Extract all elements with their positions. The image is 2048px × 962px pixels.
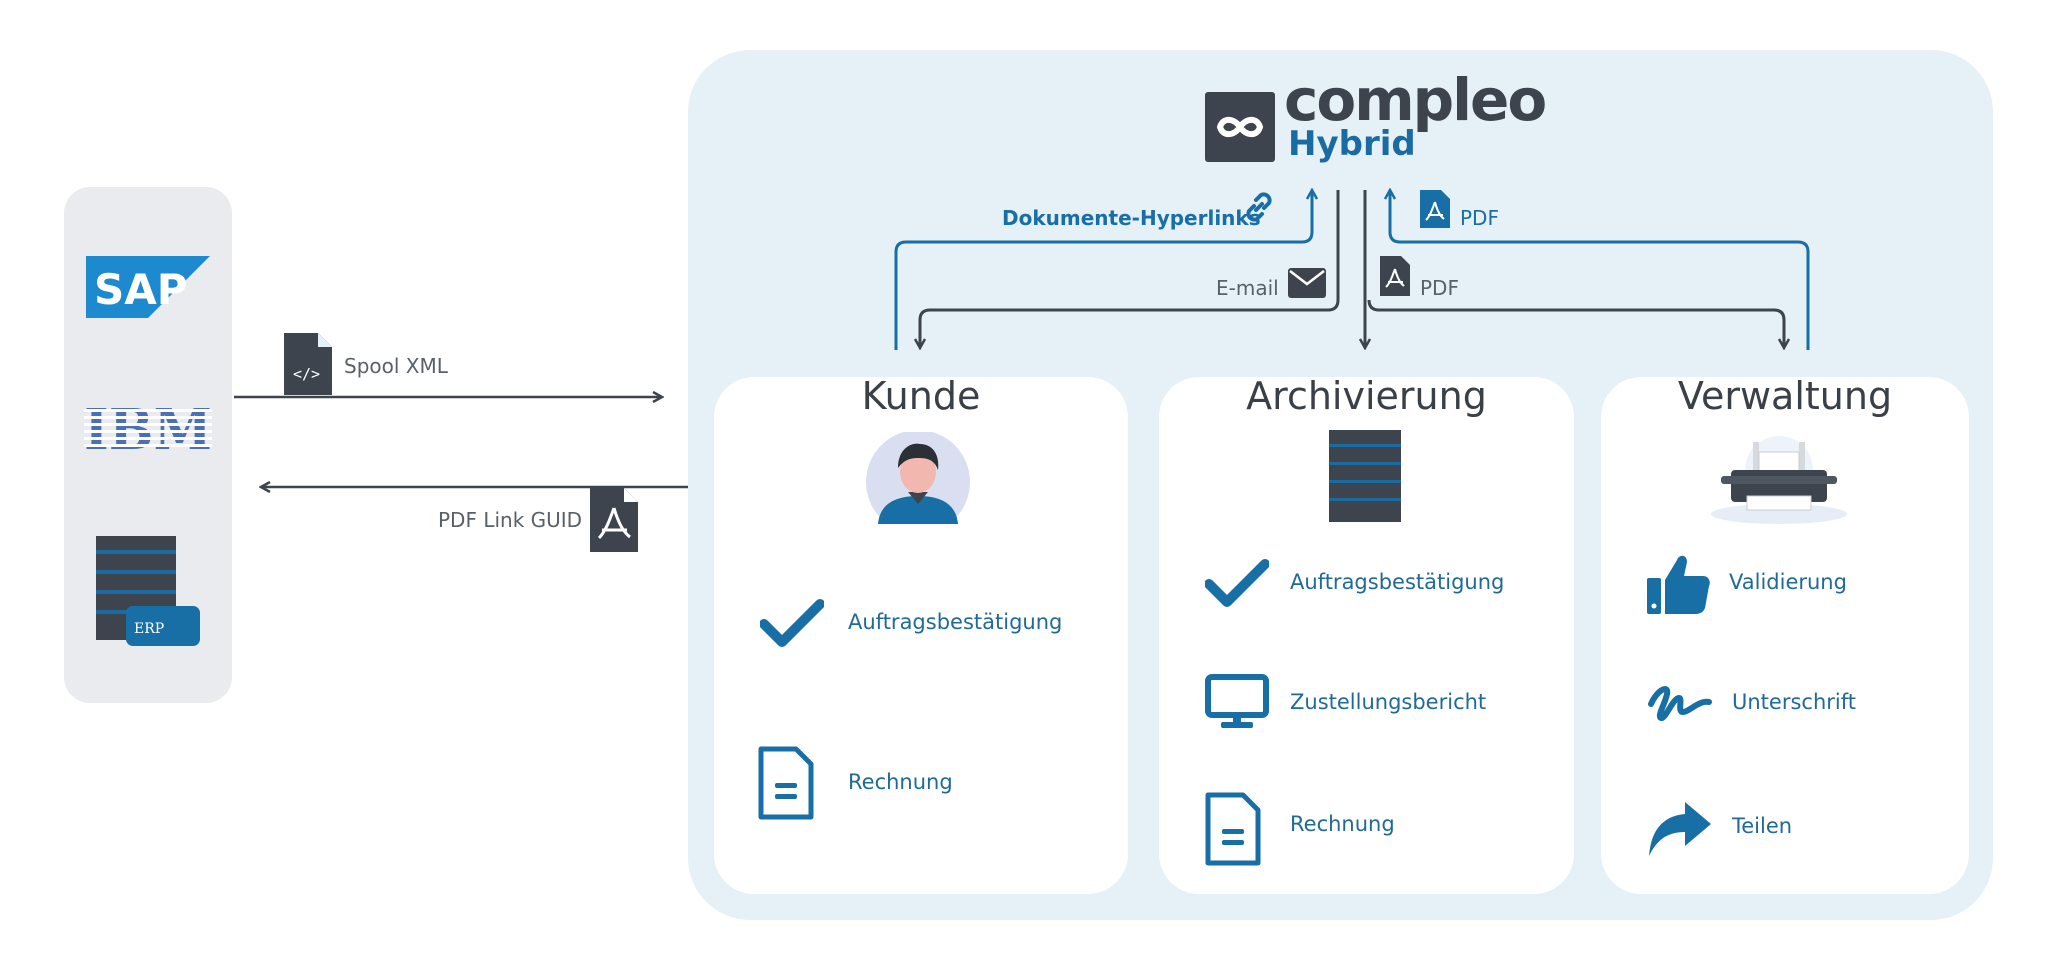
envelope-icon — [1288, 268, 1326, 302]
xml-file-icon: </> — [284, 333, 332, 399]
thumbs-up-icon — [1647, 550, 1711, 620]
share-icon — [1647, 800, 1713, 862]
erp-label: ERP — [134, 621, 164, 637]
verwaltung-item-2-label: Unterschrift — [1732, 690, 1856, 714]
card-verwaltung-content: Verwaltung Validierung Unterschrift Teil… — [1601, 0, 1969, 962]
pdf-up-line — [1390, 190, 1810, 350]
document-icon — [1205, 792, 1261, 870]
card-kunde-content: Kunde Auftragsbestätigung Rechnung — [714, 0, 1128, 962]
printer-icon — [1709, 430, 1849, 528]
pdf-down-label: PDF — [1420, 276, 1459, 300]
hyperlinks-label: Dokumente-Hyperlinks — [1002, 206, 1261, 230]
email-label: E-mail — [1216, 276, 1279, 300]
check-icon — [1204, 558, 1270, 612]
archivierung-item-1-label: Auftragsbestätigung — [1290, 570, 1505, 594]
sap-logo-text: SAP — [94, 265, 188, 314]
verwaltung-item-3-label: Teilen — [1732, 814, 1793, 838]
hyperlinks-line — [894, 190, 1312, 350]
kunde-item-1-label: Auftragsbestätigung — [848, 610, 1063, 634]
check-icon — [759, 598, 825, 652]
infinity-icon — [1216, 116, 1264, 138]
product-name: compleo — [1284, 66, 1547, 134]
spool-xml-label: Spool XML — [344, 354, 448, 378]
card-title-archivierung: Archivierung — [1246, 374, 1487, 418]
card-archivierung-content: Archivierung Auftragsbestätigung Zustell… — [1159, 0, 1574, 962]
pdf-link-guid-label: PDF Link GUID — [438, 508, 583, 532]
archivierung-item-3-label: Rechnung — [1290, 812, 1395, 836]
product-edition: Hybrid — [1288, 124, 1416, 164]
ibm-logo: IBM — [84, 397, 212, 463]
pdf-down-icon — [1380, 256, 1410, 300]
email-line — [920, 190, 1340, 348]
pdf-file-icon — [590, 488, 638, 556]
server-icon — [1329, 430, 1401, 526]
link-icon — [1240, 188, 1278, 230]
customer-avatar-icon — [864, 430, 972, 534]
sap-logo: SAP — [86, 256, 210, 322]
pdf-down-line — [1367, 299, 1784, 348]
document-icon — [758, 746, 814, 824]
monitor-icon — [1205, 674, 1269, 734]
pdf-up-icon — [1420, 190, 1450, 232]
compleo-logo-mark — [1205, 92, 1275, 162]
card-title-kunde: Kunde — [861, 374, 981, 418]
erp-server-icon: ERP — [96, 536, 200, 650]
signature-icon — [1647, 680, 1713, 728]
verwaltung-item-1-label: Validierung — [1729, 570, 1847, 594]
svg-text:</>: </> — [293, 365, 320, 383]
archivierung-item-2-label: Zustellungsbericht — [1290, 690, 1487, 714]
card-title-verwaltung: Verwaltung — [1677, 374, 1893, 418]
pdf-up-label: PDF — [1460, 206, 1499, 230]
kunde-item-2-label: Rechnung — [848, 770, 953, 794]
